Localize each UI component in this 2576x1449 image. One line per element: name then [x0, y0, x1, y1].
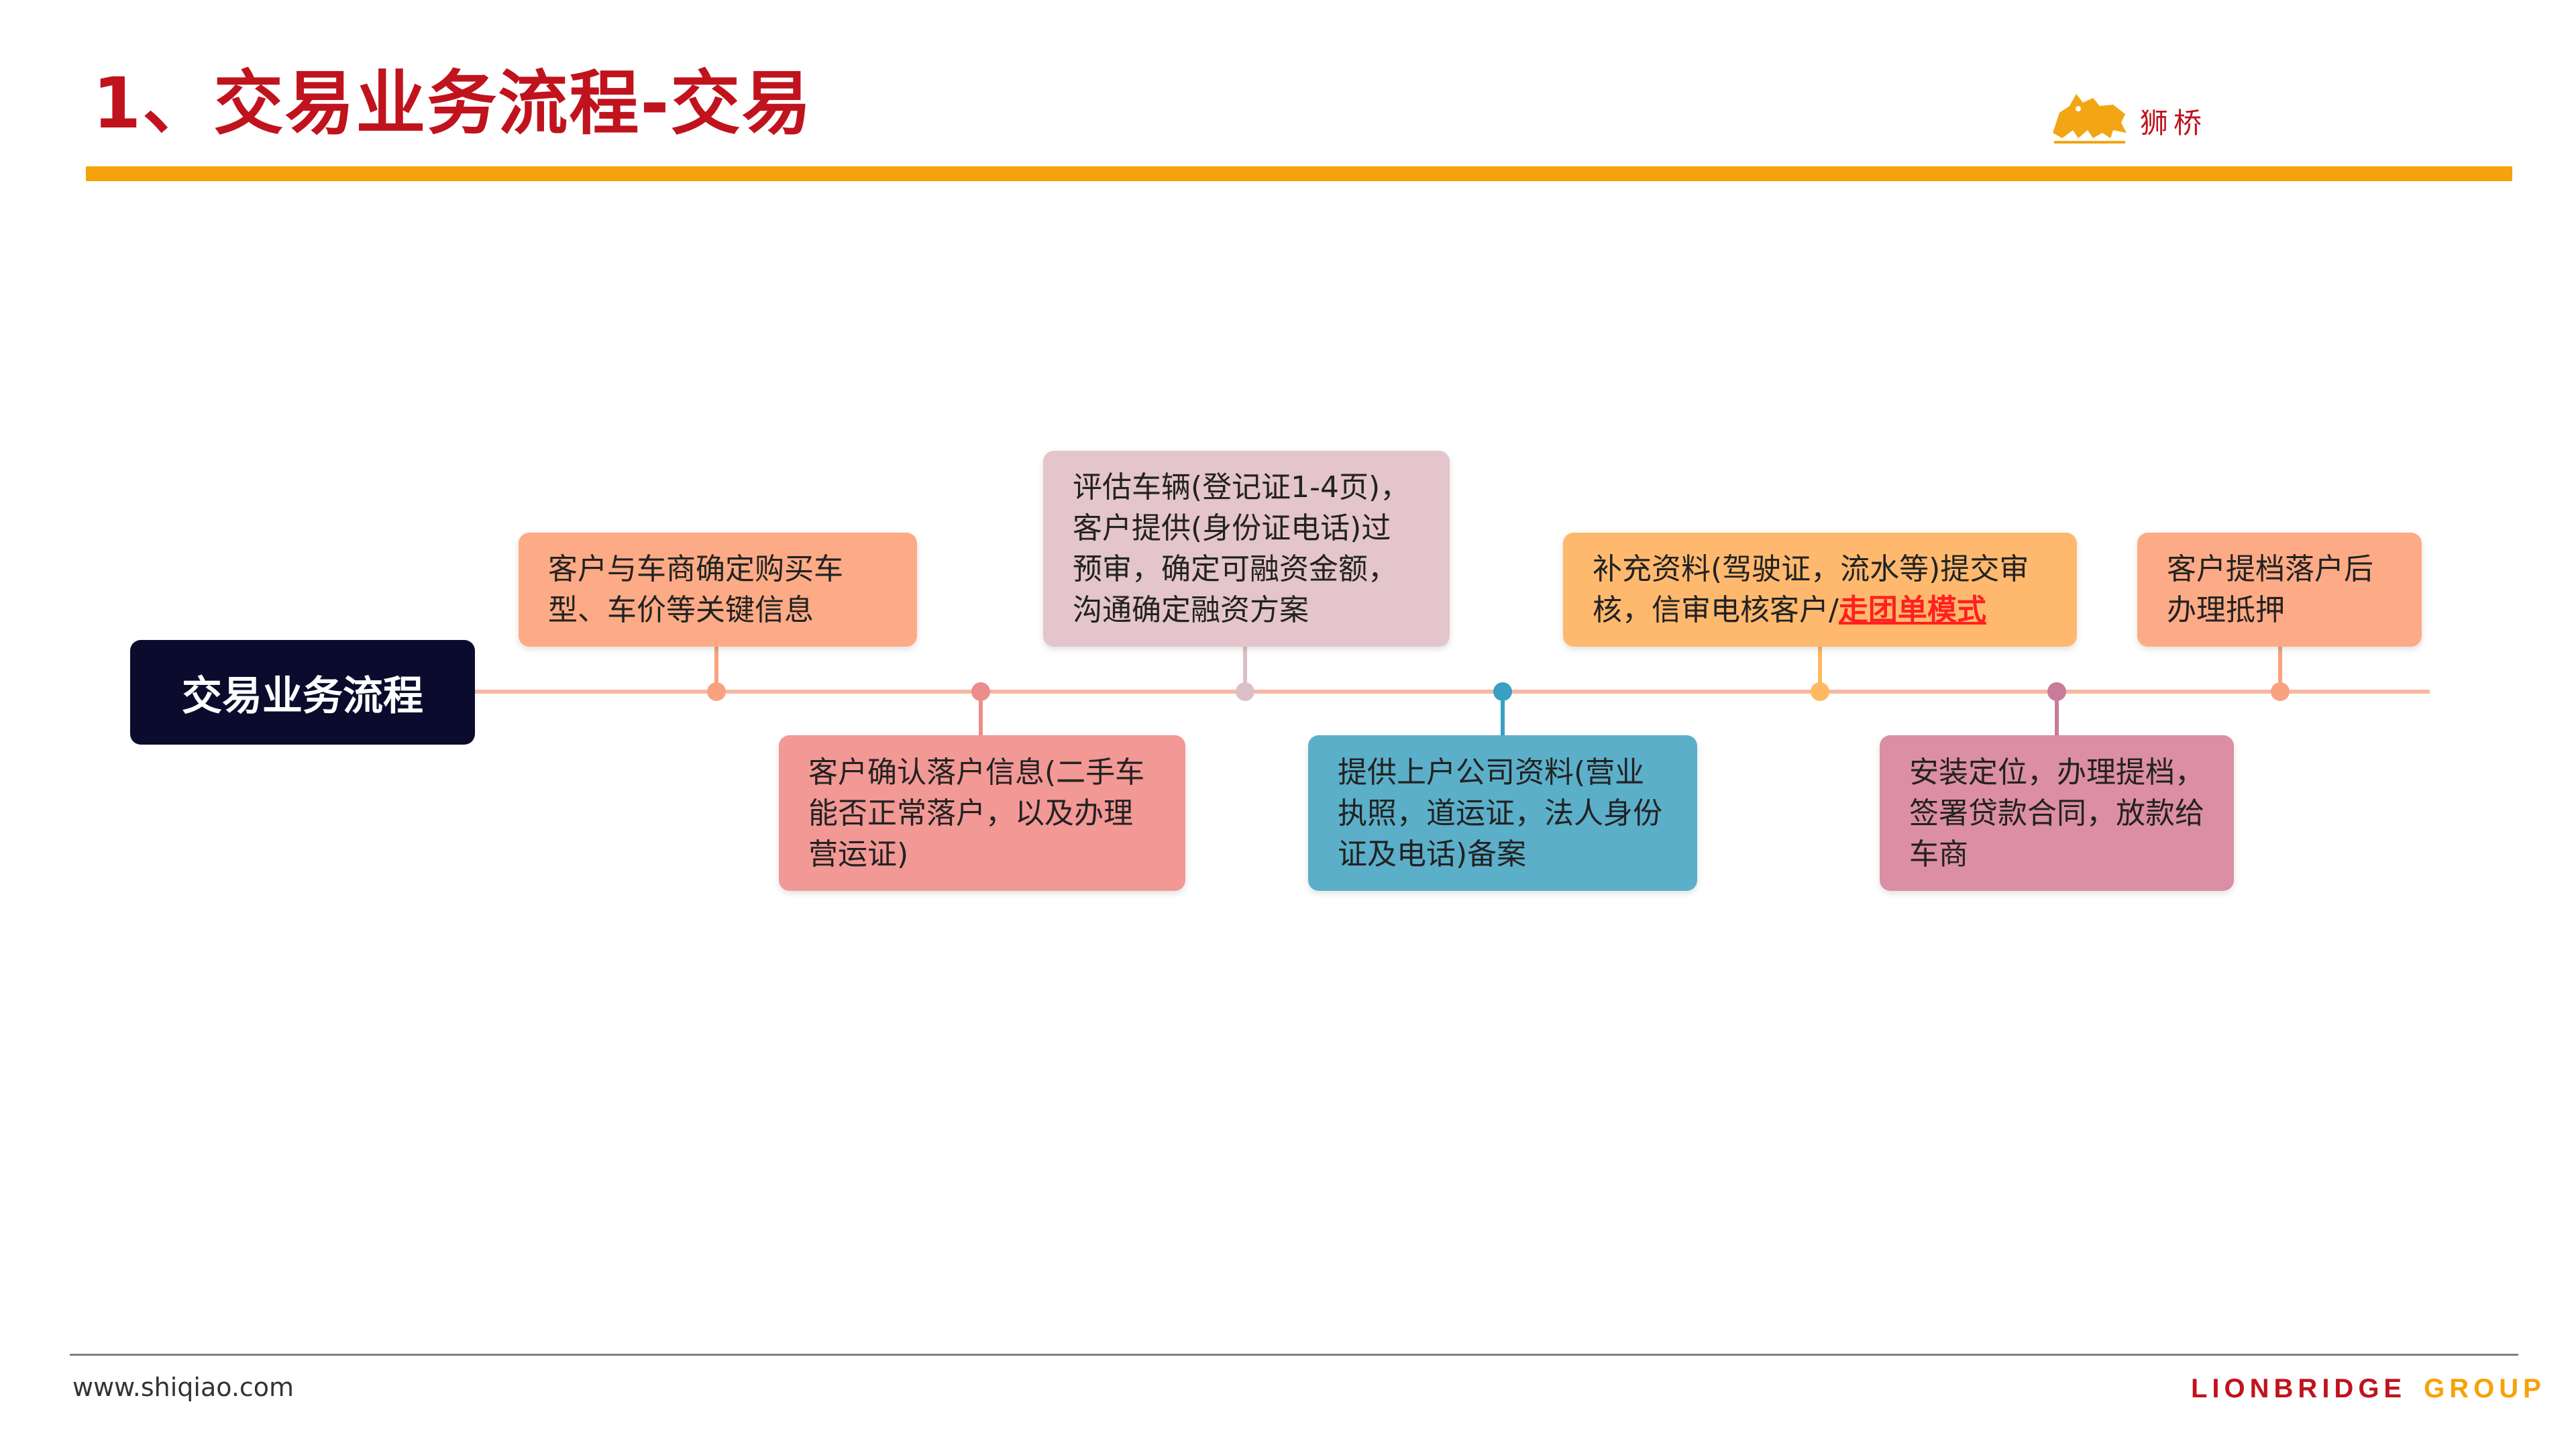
lion-icon — [2053, 94, 2127, 144]
connector-1 — [714, 647, 718, 691]
flow-step-text: 客户确认落户信息(二手车能否正常落户，以及办理营运证) — [808, 755, 1145, 871]
flow-step-text: 评估车辆(登记证1-4页)，客户提供(身份证电话)过预审，确定可融资金额，沟通确… — [1073, 470, 1410, 627]
flow-step-5: 补充资料(驾驶证，流水等)提交审核，信审电核客户/走团单模式 — [1563, 533, 2077, 647]
flow-timeline — [470, 690, 2430, 694]
footer-website: www.shiqiao.com — [72, 1373, 294, 1402]
timeline-dot-1 — [707, 682, 726, 701]
timeline-dot-7 — [2271, 682, 2290, 701]
connector-2 — [979, 692, 983, 737]
flow-step-1: 客户与车商确定购买车型、车价等关键信息 — [519, 533, 917, 647]
flow-step-text-wrap: 补充资料(驾驶证，流水等)提交审核，信审电核客户/走团单模式 — [1593, 549, 2047, 631]
timeline-dot-3 — [1236, 682, 1254, 701]
flow-step-text: 客户与车商确定购买车型、车价等关键信息 — [548, 552, 843, 627]
company-logo: 狮桥 — [2046, 86, 2234, 160]
flow-step-highlight: 走团单模式 — [1838, 593, 1986, 627]
connector-6 — [2055, 692, 2059, 737]
flow-step-4: 提供上户公司资料(营业执照，道运证，法人身份证及电话)备案 — [1308, 735, 1697, 891]
flow-step-7: 客户提档落户后办理抵押 — [2137, 533, 2422, 647]
timeline-dot-5 — [1811, 682, 1829, 701]
title-underline — [86, 166, 2512, 181]
logo-text: 狮桥 — [2140, 107, 2208, 140]
connector-5 — [1818, 647, 1822, 691]
flow-step-text: 客户提档落户后办理抵押 — [2167, 552, 2373, 627]
footer-brand: LIONBRIDGE GROUP — [2191, 1374, 2546, 1404]
connector-4 — [1501, 692, 1505, 737]
connector-3 — [1243, 647, 1247, 691]
flow-step-text: 安装定位，办理提档，签署贷款合同，放款给车商 — [1909, 755, 2204, 871]
page-title: 1、交易业务流程-交易 — [93, 62, 813, 144]
flow-step-3: 评估车辆(登记证1-4页)，客户提供(身份证电话)过预审，确定可融资金额，沟通确… — [1043, 451, 1450, 647]
timeline-dot-6 — [2047, 682, 2066, 701]
flow-step-text: 补充资料(驾驶证，流水等)提交审核，信审电核客户/ — [1593, 552, 2029, 627]
flow-step-6: 安装定位，办理提档，签署贷款合同，放款给车商 — [1880, 735, 2234, 891]
timeline-dot-4 — [1493, 682, 1512, 701]
flow-step-text: 提供上户公司资料(营业执照，道运证，法人身份证及电话)备案 — [1338, 755, 1662, 871]
flow-start-box: 交易业务流程 — [130, 640, 475, 745]
timeline-dot-2 — [971, 682, 990, 701]
footer-brand-left: LIONBRIDGE — [2191, 1374, 2407, 1403]
flow-step-2: 客户确认落户信息(二手车能否正常落户，以及办理营运证) — [779, 735, 1185, 891]
footer-brand-right: GROUP — [2424, 1374, 2546, 1403]
connector-7 — [2278, 647, 2282, 691]
footer-divider — [70, 1354, 2518, 1356]
